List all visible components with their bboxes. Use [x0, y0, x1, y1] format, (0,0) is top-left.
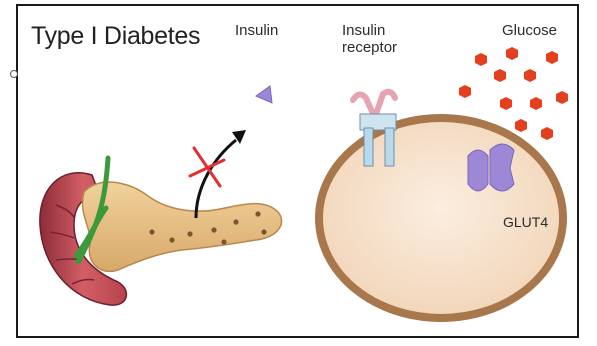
glut4-transporter — [468, 144, 514, 191]
glucose-molecule — [500, 97, 512, 110]
glut4-label: GLUT4 — [503, 214, 548, 230]
glucose-molecule — [524, 69, 536, 82]
glucose-molecule — [506, 47, 518, 60]
glucose-molecule — [459, 85, 471, 98]
glucose-molecule — [475, 53, 487, 66]
glucose-molecule — [541, 127, 553, 140]
blocked-cross-icon — [190, 148, 224, 186]
diagram-title: Type I Diabetes — [31, 22, 200, 51]
pancreas — [82, 182, 281, 271]
insulin-label: Insulin — [235, 22, 278, 39]
glucose-molecule — [530, 97, 542, 110]
glucose-molecule — [556, 91, 568, 104]
glucose-molecule — [515, 119, 527, 132]
glucose-molecule — [494, 69, 506, 82]
glucose-label: Glucose — [502, 22, 557, 39]
insulin-molecule — [256, 86, 272, 103]
glucose-molecule — [546, 51, 558, 64]
insulin-receptor-label: Insulin receptor — [342, 22, 422, 57]
